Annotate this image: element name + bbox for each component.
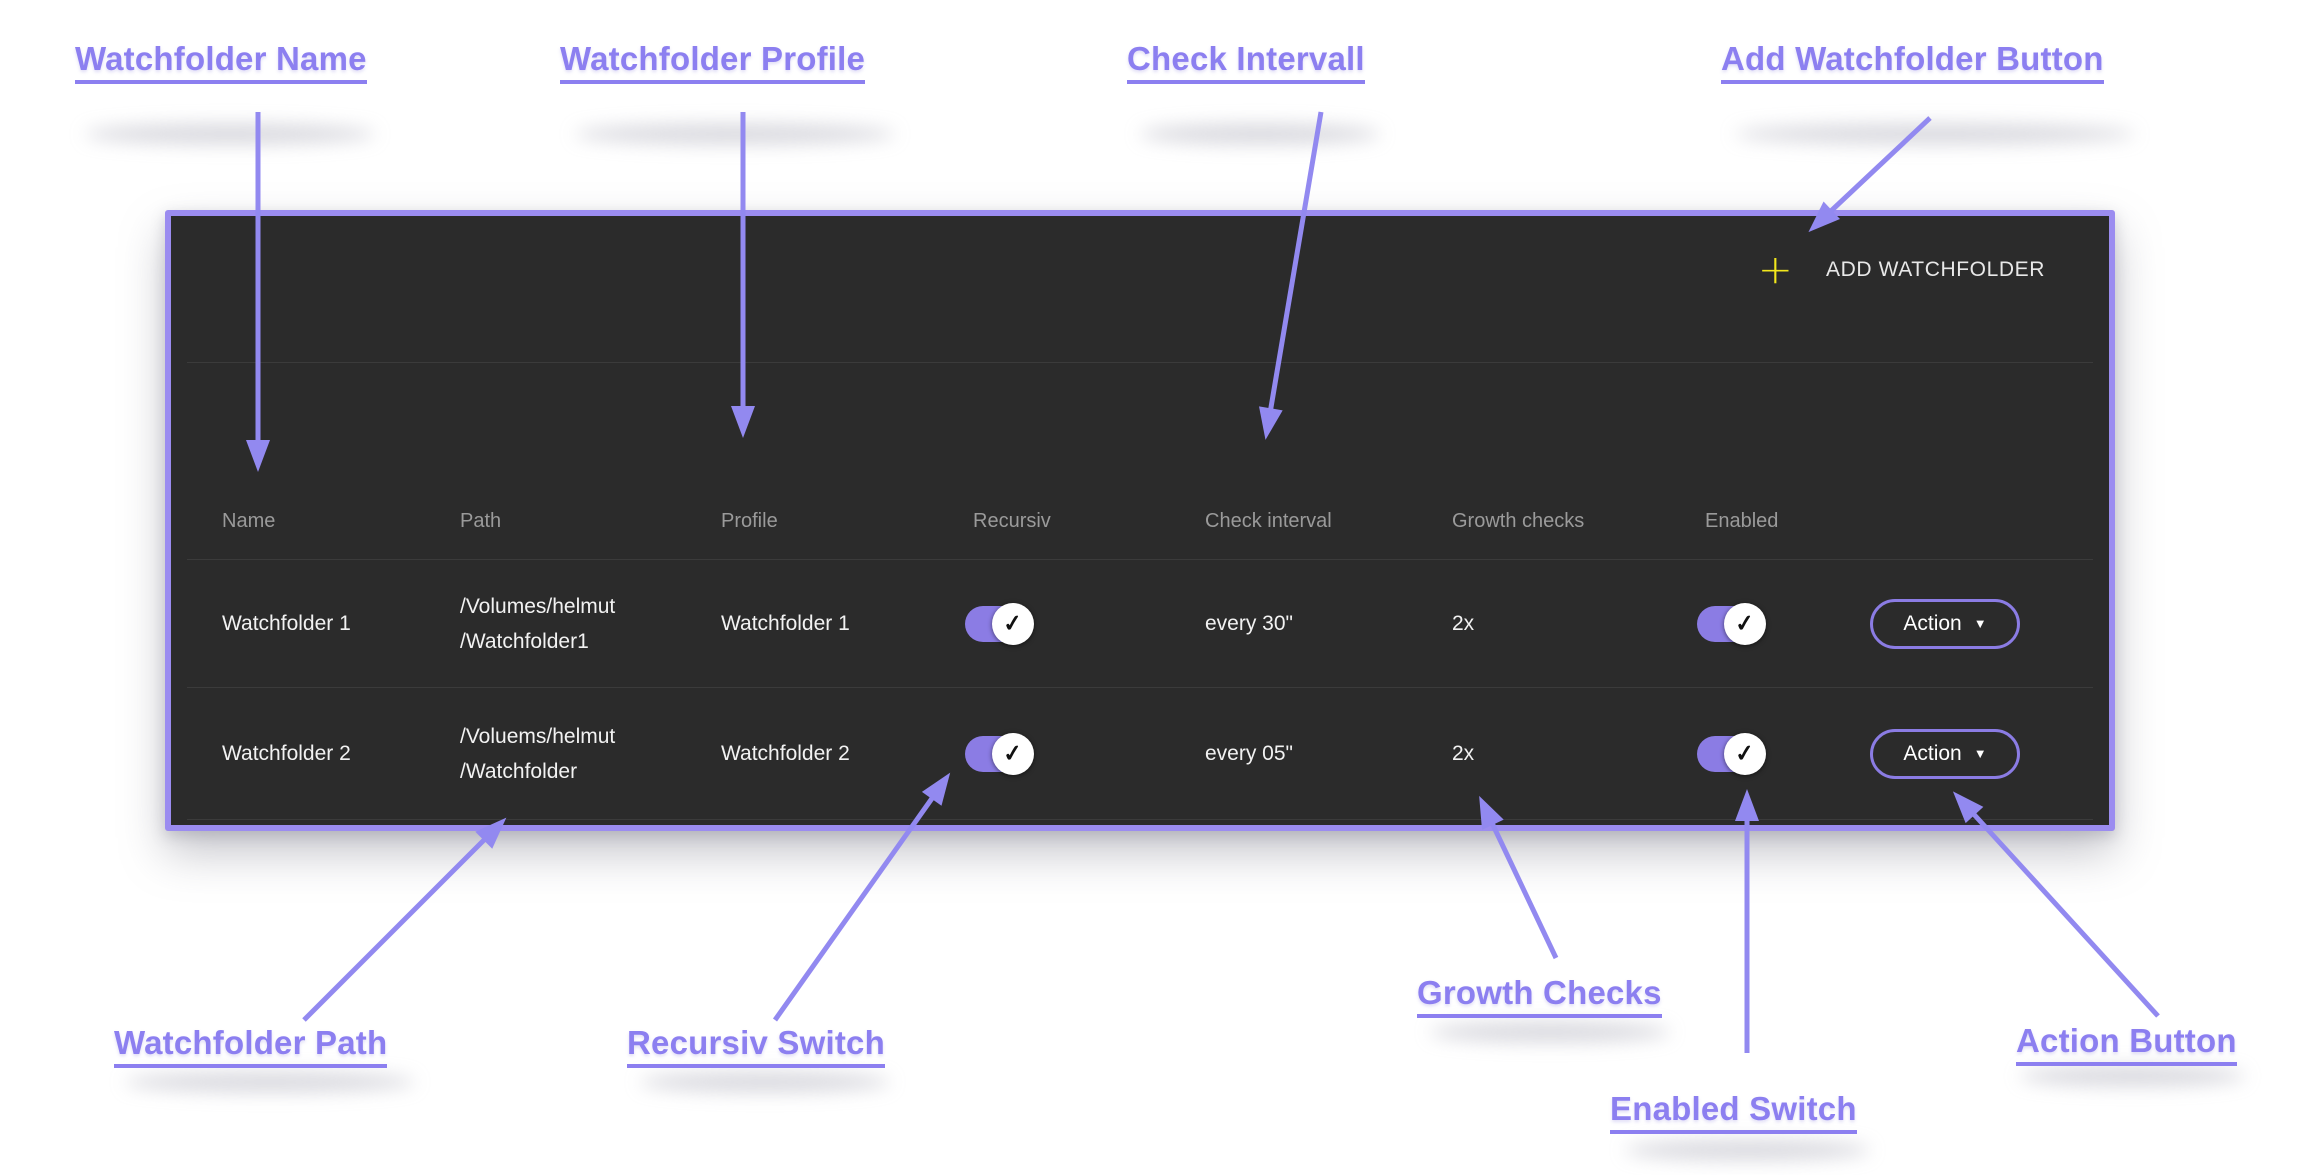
caret-down-icon: ▼ bbox=[1973, 746, 1987, 761]
annotation-add-watchfolder-button: Add Watchfolder Button bbox=[1721, 41, 2104, 84]
arrow-watchfolder-path bbox=[302, 817, 507, 1022]
annotation-enabled-switch: Enabled Switch bbox=[1610, 1091, 1857, 1134]
plus-icon: + bbox=[1757, 246, 1793, 293]
label-shadow bbox=[575, 124, 895, 144]
toggle-thumb: ✓ bbox=[1724, 602, 1766, 645]
recursiv-toggle[interactable]: ✓ bbox=[965, 732, 1034, 775]
cell-path: /Volumes/helmut /Watchfolder1 bbox=[460, 594, 616, 653]
label-shadow bbox=[1625, 1140, 1870, 1160]
label-shadow bbox=[640, 1072, 890, 1092]
column-header-name: Name bbox=[222, 510, 276, 532]
cell-profile: Watchfolder 1 bbox=[721, 611, 850, 635]
label-shadow bbox=[125, 1072, 415, 1092]
add-watchfolder-label: ADD WATCHFOLDER bbox=[1826, 258, 2045, 281]
column-header-recursiv: Recursiv bbox=[973, 510, 1051, 532]
table-row: Watchfolder 2 /Voluems/helmut /Watchfold… bbox=[171, 688, 2109, 819]
annotation-recursiv-switch: Recursiv Switch bbox=[627, 1025, 885, 1068]
cell-check-interval: every 05" bbox=[1205, 741, 1293, 765]
toggle-thumb: ✓ bbox=[1724, 732, 1766, 775]
cell-growth-checks: 2x bbox=[1452, 611, 1475, 635]
action-button[interactable]: Action ▼ bbox=[1870, 728, 2020, 779]
column-header-enabled: Enabled bbox=[1705, 510, 1779, 532]
divider bbox=[187, 819, 2093, 820]
annotation-watchfolder-path: Watchfolder Path bbox=[114, 1025, 388, 1068]
caret-down-icon: ▼ bbox=[1973, 616, 1987, 631]
enabled-toggle[interactable]: ✓ bbox=[1697, 732, 1766, 775]
check-icon: ✓ bbox=[1002, 609, 1024, 637]
divider bbox=[187, 559, 2093, 560]
add-watchfolder-button[interactable]: + ADD WATCHFOLDER bbox=[1758, 246, 2045, 294]
column-header-profile: Profile bbox=[721, 510, 778, 532]
watchfolder-panel: + ADD WATCHFOLDER Name Path Profile Recu… bbox=[165, 210, 2115, 831]
recursiv-toggle[interactable]: ✓ bbox=[965, 602, 1034, 645]
label-shadow bbox=[1735, 124, 2135, 144]
check-icon: ✓ bbox=[1002, 739, 1024, 767]
divider bbox=[187, 687, 2093, 688]
cell-path: /Voluems/helmut /Watchfolder bbox=[460, 724, 616, 783]
annotation-growth-checks: Growth Checks bbox=[1417, 975, 1662, 1018]
column-header-check-interval: Check interval bbox=[1205, 510, 1332, 532]
annotation-watchfolder-name: Watchfolder Name bbox=[75, 41, 367, 84]
table-row: Watchfolder 1 /Volumes/helmut /Watchfold… bbox=[171, 560, 2109, 687]
divider bbox=[187, 362, 2093, 363]
column-header-growth-checks: Growth checks bbox=[1452, 510, 1585, 532]
column-header-path: Path bbox=[460, 510, 502, 532]
toggle-thumb: ✓ bbox=[992, 602, 1034, 645]
check-icon: ✓ bbox=[1734, 739, 1756, 767]
action-label: Action bbox=[1903, 611, 1962, 635]
enabled-toggle[interactable]: ✓ bbox=[1697, 602, 1766, 645]
panel-toolbar: + ADD WATCHFOLDER bbox=[171, 216, 2109, 362]
cell-check-interval: every 30" bbox=[1205, 611, 1293, 635]
action-label: Action bbox=[1903, 741, 1962, 765]
label-shadow bbox=[1430, 1022, 1670, 1042]
check-icon: ✓ bbox=[1734, 609, 1756, 637]
cell-name: Watchfolder 1 bbox=[222, 611, 351, 635]
action-button[interactable]: Action ▼ bbox=[1870, 598, 2020, 649]
label-shadow bbox=[1140, 124, 1380, 144]
label-shadow bbox=[85, 124, 375, 144]
table-header-row: Name Path Profile Recursiv Check interva… bbox=[171, 363, 2109, 559]
cell-profile: Watchfolder 2 bbox=[721, 741, 850, 765]
annotation-watchfolder-profile: Watchfolder Profile bbox=[560, 41, 866, 84]
label-shadow bbox=[2020, 1066, 2245, 1086]
annotation-action-button: Action Button bbox=[2016, 1023, 2237, 1066]
cell-name: Watchfolder 2 bbox=[222, 741, 351, 765]
annotation-check-intervall: Check Intervall bbox=[1127, 41, 1365, 84]
cell-growth-checks: 2x bbox=[1452, 741, 1475, 765]
toggle-thumb: ✓ bbox=[992, 732, 1034, 775]
